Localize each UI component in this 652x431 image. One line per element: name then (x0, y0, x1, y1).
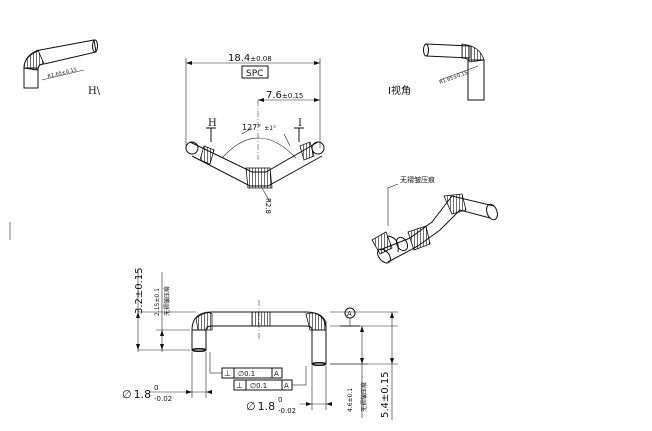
fcf2-datum: A (284, 382, 289, 390)
iso-note: 无褶皱压痕 (400, 175, 435, 184)
front-inner-note: 无褶皱压痕 (163, 286, 171, 316)
spc-label: SPC (246, 69, 263, 79)
top-width: 18.4±0.08 (228, 53, 272, 64)
top-angle: 127°±1° (242, 123, 276, 132)
h-view-label: H\ (88, 86, 101, 97)
fcf-1: ⊥ ∅0.1 A (209, 352, 283, 379)
i-view: R1.65±0.15 I视角 (388, 43, 485, 101)
front-total: 5.4±0.15 (380, 371, 391, 418)
front-view: 3.2±0.15 2.15±0.1 无褶皱压痕 ∅1.8 0 -0.02 ∅1.… (122, 267, 398, 420)
front-height: 3.2±0.15 (134, 267, 145, 314)
h-view: R1.65±0.15 H\ (23, 39, 101, 97)
datum-a: A (340, 307, 360, 327)
fcf2-sym: ⊥ (236, 381, 243, 390)
i-view-label: I视角 (388, 84, 411, 97)
top-offset: 7.6±0.15 (266, 90, 303, 101)
fcf2-tol: ∅0.1 (250, 382, 267, 390)
front-inner-height: 2.15±0.1 (154, 288, 161, 316)
front-dia-right-low: -0.02 (278, 407, 296, 415)
fcf1-sym: ⊥ (224, 369, 231, 378)
front-dia-right: ∅1.8 (246, 400, 275, 413)
front-leg-note: 无褶皱压痕 (360, 382, 368, 412)
front-dia-right-up: 0 (278, 396, 282, 404)
label-i: I (298, 118, 302, 129)
front-dia-left: ∅1.8 (122, 388, 151, 401)
i-view-radius: R1.65±0.15 (439, 70, 469, 86)
front-leg: 4.6±0.1 (347, 388, 354, 412)
front-dia-left-up: 0 (154, 384, 158, 392)
label-h: H (208, 118, 217, 129)
fcf1-datum: A (274, 370, 279, 378)
fcf1-tol: ∅0.1 (238, 370, 255, 378)
top-view: 18.4±0.08 SPC 7.6±0.15 127°±1° H I (185, 53, 325, 214)
spc-box (241, 65, 269, 79)
bend-radius: R2.8 (264, 198, 272, 214)
fcf-2: ⊥ ∅0.1 A (233, 366, 307, 391)
datum-label: A (347, 310, 352, 318)
front-dia-left-low: -0.02 (154, 395, 172, 403)
iso-view: 无褶皱压痕 (371, 175, 498, 264)
